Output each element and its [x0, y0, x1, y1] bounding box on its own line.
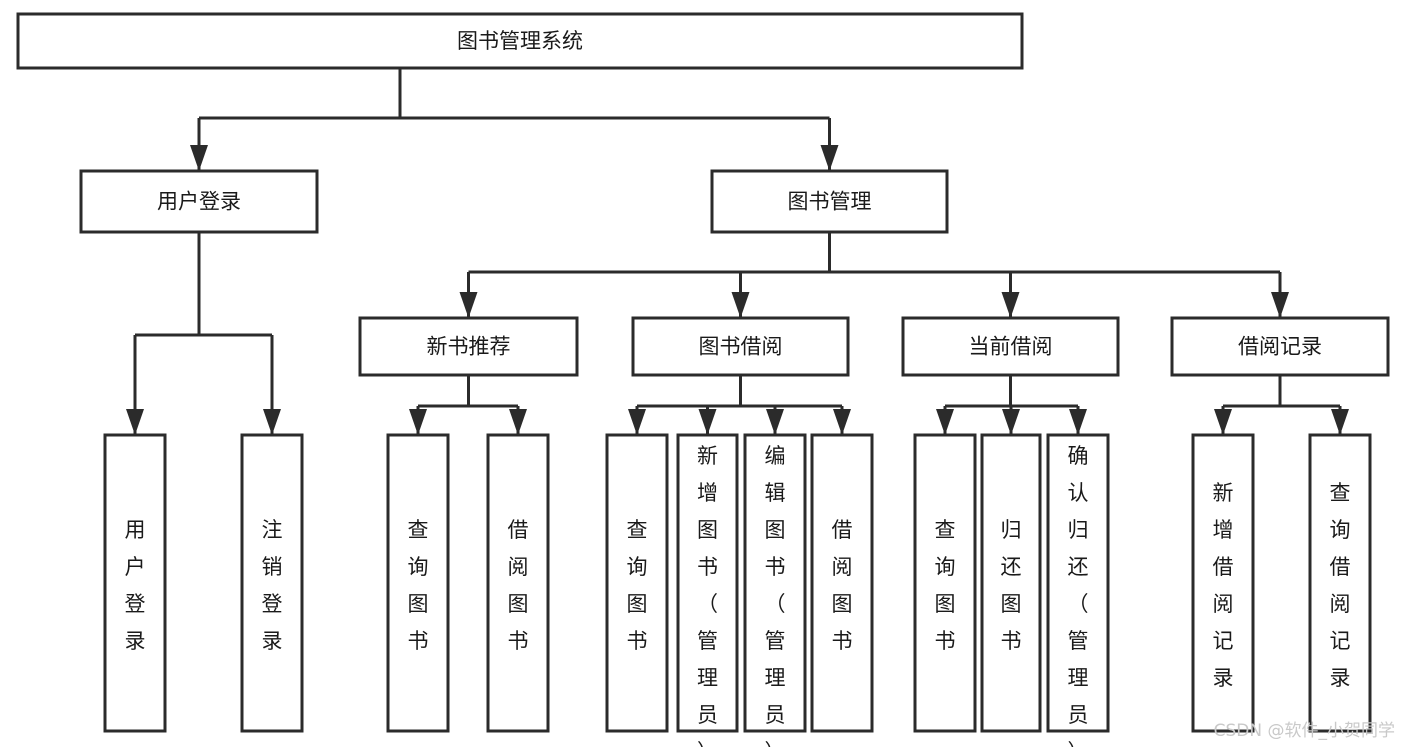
node-current-borrow[interactable]: 当前借阅 — [901, 316, 1120, 377]
node-leaf-borrow-book-2[interactable]: 借阅图书 — [810, 433, 874, 733]
node-leaf-confirm-return-label: 确认归还（管理员） — [1068, 444, 1089, 747]
connectors-layer — [126, 68, 1349, 435]
node-leaf-borrow-book-1-box — [486, 433, 550, 733]
node-leaf-query-borrow-record-label: 查询借阅记录 — [1330, 481, 1351, 690]
csdn-watermark: CSDN @软件_小贺同学 — [1213, 721, 1395, 741]
node-leaf-logout[interactable]: 注销登录 — [240, 433, 304, 733]
arrow-head-icon — [1001, 292, 1020, 318]
node-leaf-add-book-box — [676, 433, 739, 733]
node-leaf-return-book-label: 归还图书 — [1001, 518, 1022, 653]
node-leaf-query-book-1[interactable]: 查询图书 — [386, 433, 450, 733]
node-leaf-add-borrow-record[interactable]: 新增借阅记录 — [1191, 433, 1255, 733]
node-book-borrow-label: 图书借阅 — [699, 335, 783, 359]
arrow-head-icon — [1002, 409, 1020, 435]
node-leaf-query-book-2-label: 查询图书 — [627, 518, 648, 653]
node-leaf-query-book-1-box — [386, 433, 450, 733]
node-user-login-label: 用户登录 — [157, 190, 241, 214]
node-leaf-query-borrow-record[interactable]: 查询借阅记录 — [1308, 433, 1372, 733]
node-root[interactable]: 图书管理系统 — [16, 12, 1024, 70]
node-leaf-user-login[interactable]: 用户登录 — [103, 433, 167, 733]
node-leaf-edit-book-box — [743, 433, 807, 733]
node-borrow-record[interactable]: 借阅记录 — [1170, 316, 1390, 377]
arrow-head-icon — [409, 409, 427, 435]
node-leaf-query-book-3-box — [913, 433, 977, 733]
node-root-box — [16, 12, 1024, 70]
arrow-head-icon — [126, 409, 144, 435]
node-borrow-record-label: 借阅记录 — [1238, 335, 1322, 359]
node-leaf-return-book-box — [980, 433, 1042, 733]
node-leaf-user-login-box — [103, 433, 167, 733]
node-leaf-add-book[interactable]: 新增图书（管理员） — [676, 433, 739, 747]
arrow-head-icon — [459, 292, 478, 318]
node-leaf-borrow-book-1[interactable]: 借阅图书 — [486, 433, 550, 733]
node-leaf-add-book-label: 新增图书（管理员） — [697, 444, 718, 747]
arrow-head-icon — [628, 409, 646, 435]
node-leaf-return-book[interactable]: 归还图书 — [980, 433, 1042, 733]
node-book-borrow[interactable]: 图书借阅 — [631, 316, 850, 377]
node-user-login-box — [79, 169, 319, 234]
arrow-head-icon — [820, 145, 839, 171]
arrow-head-icon — [190, 145, 208, 171]
node-leaf-edit-book-label: 编辑图书（管理员） — [765, 444, 786, 747]
node-leaf-query-book-3[interactable]: 查询图书 — [913, 433, 977, 733]
node-leaf-borrow-book-1-label: 借阅图书 — [508, 518, 529, 653]
arrow-head-icon — [1331, 409, 1349, 435]
node-leaf-add-borrow-record-box — [1191, 433, 1255, 733]
node-book-management-box — [710, 169, 949, 234]
node-leaf-confirm-return[interactable]: 确认归还（管理员） — [1046, 433, 1110, 747]
arrow-head-icon — [936, 409, 954, 435]
arrow-head-icon — [766, 409, 784, 435]
node-leaf-query-borrow-record-box — [1308, 433, 1372, 733]
node-leaf-add-borrow-record-label: 新增借阅记录 — [1213, 481, 1234, 690]
node-leaf-logout-label: 注销登录 — [262, 518, 283, 653]
node-root-label: 图书管理系统 — [457, 29, 583, 53]
node-leaf-query-book-3-label: 查询图书 — [935, 518, 956, 653]
node-leaf-query-book-1-label: 查询图书 — [408, 518, 429, 653]
node-current-borrow-box — [901, 316, 1120, 377]
node-current-borrow-label: 当前借阅 — [969, 335, 1053, 359]
node-leaf-query-book-2[interactable]: 查询图书 — [605, 433, 669, 733]
arrow-head-icon — [263, 409, 281, 435]
arrow-head-icon — [509, 409, 527, 435]
node-borrow-record-box — [1170, 316, 1390, 377]
node-leaf-borrow-book-2-box — [810, 433, 874, 733]
arrow-head-icon — [698, 409, 717, 435]
node-new-book-recommend-box — [358, 316, 579, 377]
nodes-layer: 图书管理系统用户登录图书管理新书推荐图书借阅当前借阅借阅记录用户登录注销登录查询… — [16, 12, 1390, 747]
arrow-head-icon — [1214, 409, 1232, 435]
node-book-management-label: 图书管理 — [788, 190, 872, 214]
node-new-book-recommend-label: 新书推荐 — [427, 335, 511, 359]
node-leaf-edit-book[interactable]: 编辑图书（管理员） — [743, 433, 807, 747]
arrow-head-icon — [833, 409, 851, 435]
arrow-head-icon — [1069, 409, 1087, 435]
node-leaf-user-login-label: 用户登录 — [125, 518, 146, 653]
node-leaf-confirm-return-box — [1046, 433, 1110, 733]
node-user-login[interactable]: 用户登录 — [79, 169, 319, 234]
node-new-book-recommend[interactable]: 新书推荐 — [358, 316, 579, 377]
node-leaf-borrow-book-2-label: 借阅图书 — [832, 518, 853, 653]
node-book-management[interactable]: 图书管理 — [710, 169, 949, 234]
node-leaf-logout-box — [240, 433, 304, 733]
arrow-head-icon — [731, 292, 750, 318]
node-book-borrow-box — [631, 316, 850, 377]
node-leaf-query-book-2-box — [605, 433, 669, 733]
arrow-head-icon — [1271, 292, 1289, 318]
